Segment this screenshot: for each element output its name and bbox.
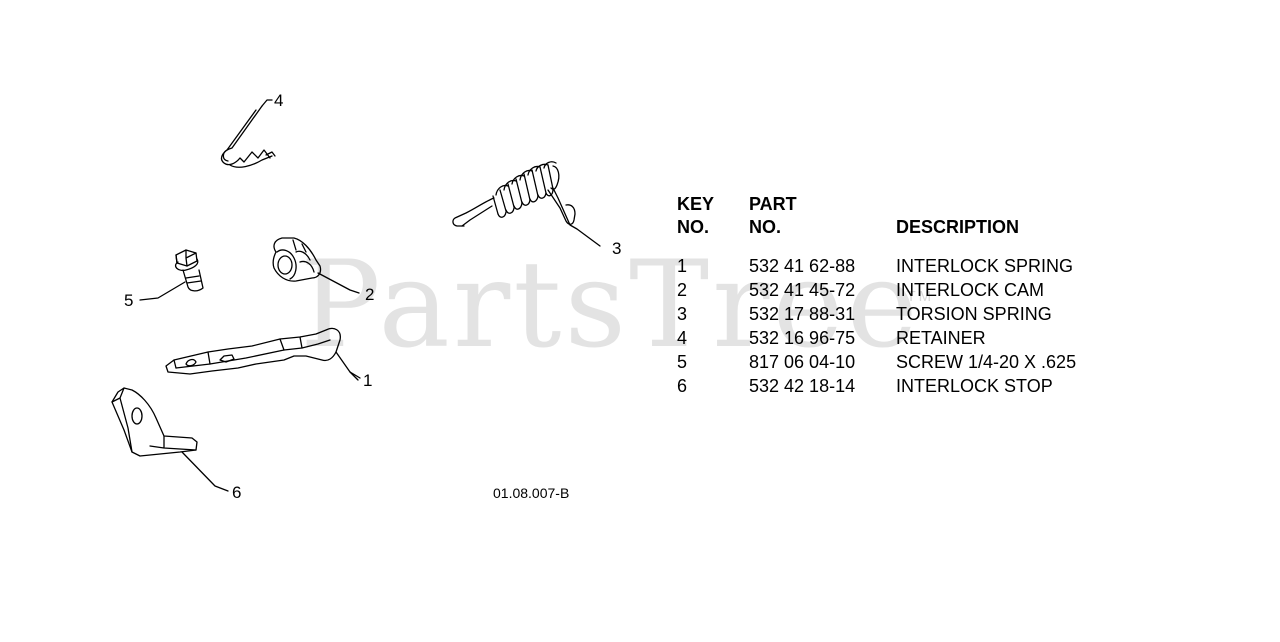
callout-2[interactable]: 2 xyxy=(365,285,375,304)
interlock-stop-part[interactable] xyxy=(111,387,229,492)
row-key: 4 xyxy=(677,328,688,348)
row-key: 2 xyxy=(677,280,688,300)
row-description: TORSION SPRING xyxy=(896,304,1052,324)
callout-5[interactable]: 5 xyxy=(124,291,134,310)
watermark-trademark: TM xyxy=(906,288,935,305)
row-description: INTERLOCK SPRING xyxy=(896,256,1074,276)
table-row[interactable]: 1 532 41 62-88 INTERLOCK SPRING xyxy=(676,254,1126,278)
row-part-number: 532 16 96-75 xyxy=(749,328,856,348)
row-key: 3 xyxy=(677,304,688,324)
leader-line-2 xyxy=(317,272,360,294)
torsion-spring-part[interactable] xyxy=(452,161,601,247)
leader-lines xyxy=(139,99,360,381)
row-key: 5 xyxy=(677,352,688,372)
callout-4[interactable]: 4 xyxy=(274,91,284,110)
row-description: SCREW 1/4-20 X .625 xyxy=(896,352,1077,372)
row-part-number: 817 06 04-10 xyxy=(749,352,856,372)
table-row[interactable]: 3 532 17 88-31 TORSION SPRING xyxy=(676,302,1126,326)
callout-1[interactable]: 1 xyxy=(363,371,373,390)
drawing-code: 01.08.007-B xyxy=(493,485,570,501)
row-part-number: 532 41 45-72 xyxy=(749,280,856,300)
watermark-text: PartsTree xyxy=(300,236,921,375)
row-part-number: 532 42 18-14 xyxy=(749,376,856,396)
table-row[interactable]: 5 817 06 04-10 SCREW 1/4-20 X .625 xyxy=(676,350,1126,374)
header-description: DESCRIPTION xyxy=(896,217,1020,237)
leader-line-5 xyxy=(139,281,186,301)
interlock-spring-part[interactable] xyxy=(165,327,361,379)
table-row[interactable]: 4 532 16 96-75 RETAINER xyxy=(676,326,1126,350)
row-part-number: 532 17 88-31 xyxy=(749,304,856,324)
header-part-line1: PART xyxy=(749,194,797,214)
row-description: INTERLOCK CAM xyxy=(896,280,1045,300)
table-row[interactable]: 2 532 41 45-72 INTERLOCK CAM xyxy=(676,278,1126,302)
row-part-number: 532 41 62-88 xyxy=(749,256,856,276)
callout-6[interactable]: 6 xyxy=(232,483,242,502)
parts-tree-watermark: PartsTreeTM xyxy=(300,236,948,375)
table-row[interactable]: 6 532 42 18-14 INTERLOCK STOP xyxy=(676,374,1126,398)
row-description: INTERLOCK STOP xyxy=(896,376,1053,396)
interlock-cam-part[interactable] xyxy=(272,237,322,282)
header-part-line2: NO. xyxy=(749,217,782,237)
row-key: 1 xyxy=(677,256,688,276)
header-key-line2: NO. xyxy=(677,217,710,237)
screw-part[interactable] xyxy=(174,249,204,292)
leader-line-4 xyxy=(261,99,273,107)
header-part-no: PART NO. xyxy=(749,193,797,239)
leader-line-1 xyxy=(349,371,359,381)
callout-3[interactable]: 3 xyxy=(612,239,622,258)
header-key-line1: KEY xyxy=(677,194,715,214)
header-key-no: KEY NO. xyxy=(677,193,714,239)
row-key: 6 xyxy=(677,376,688,396)
row-description: RETAINER xyxy=(896,328,986,348)
retainer-clip-part[interactable] xyxy=(220,105,276,168)
